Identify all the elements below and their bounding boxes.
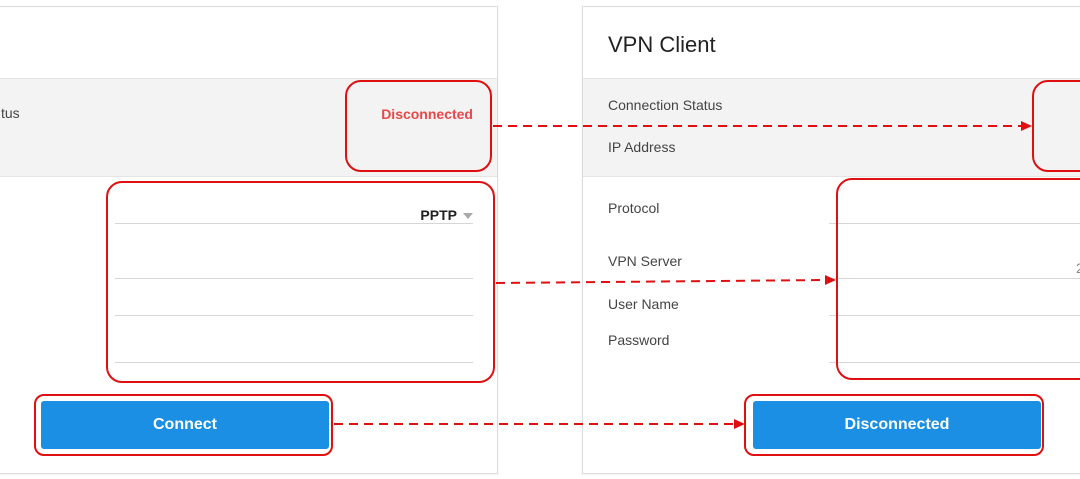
status-section: Connection Status IP Address — [583, 79, 1080, 177]
vpn-server-field[interactable] — [115, 278, 473, 279]
vpn-client-panel-after: VPN Client Connection Status IP Address … — [582, 6, 1080, 474]
vpn-client-panel-before: t tus Disconnected PPTP Connect — [0, 6, 498, 474]
disconnected-button[interactable]: Disconnected — [753, 401, 1041, 449]
vpn-server-value: 2 — [1076, 260, 1080, 276]
ip-address-label: IP Address — [608, 139, 676, 155]
status-section: tus Disconnected — [0, 79, 497, 177]
vpn-server-field[interactable] — [829, 278, 1080, 279]
user-name-field[interactable] — [115, 315, 473, 316]
panel-title: t — [0, 7, 497, 79]
connection-status-label: tus — [1, 105, 20, 121]
protocol-field-underline — [115, 223, 473, 224]
password-field[interactable] — [829, 362, 1080, 363]
vpn-server-label: VPN Server — [608, 253, 682, 269]
protocol-field-underline[interactable] — [829, 223, 1080, 224]
user-name-label: User Name — [608, 296, 679, 312]
panel-title: VPN Client — [583, 7, 1080, 79]
connect-button[interactable]: Connect — [41, 401, 329, 449]
password-label: Password — [608, 332, 670, 348]
status-badge: Disconnected — [381, 106, 473, 122]
protocol-dropdown[interactable]: PPTP — [420, 207, 473, 223]
protocol-label: Protocol — [608, 200, 660, 216]
chevron-down-icon — [463, 213, 473, 219]
user-name-field[interactable] — [829, 315, 1080, 316]
protocol-select-value: PPTP — [420, 207, 457, 223]
password-field[interactable] — [115, 362, 473, 363]
connection-status-label: Connection Status — [608, 97, 723, 113]
